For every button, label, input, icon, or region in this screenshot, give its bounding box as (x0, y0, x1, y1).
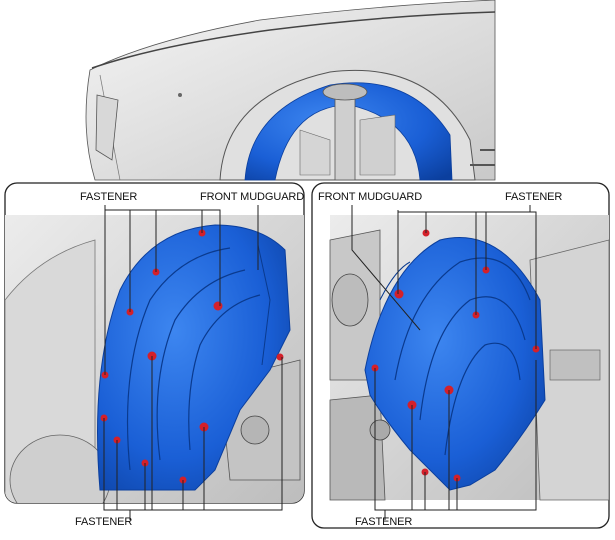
left-front-mudguard-label: FRONT MUDGUARD (200, 191, 305, 203)
right-leader-lines (351, 205, 537, 520)
car-overview (85, 0, 496, 181)
right-fastener-top-label: FASTENER (505, 191, 563, 203)
right-detail-illustration (329, 215, 609, 501)
left-fastener-top-label: FASTENER (80, 191, 138, 203)
left-fastener-bottom-label: FASTENER (75, 516, 133, 528)
fastener (213, 301, 223, 311)
right-front-mudguard-label: FRONT MUDGUARD (318, 191, 423, 203)
right-fastener-bottom-label: FASTENER (355, 516, 413, 528)
left-leader-lines (103, 205, 283, 520)
left-detail-illustration (5, 215, 304, 503)
fastener (394, 289, 404, 299)
